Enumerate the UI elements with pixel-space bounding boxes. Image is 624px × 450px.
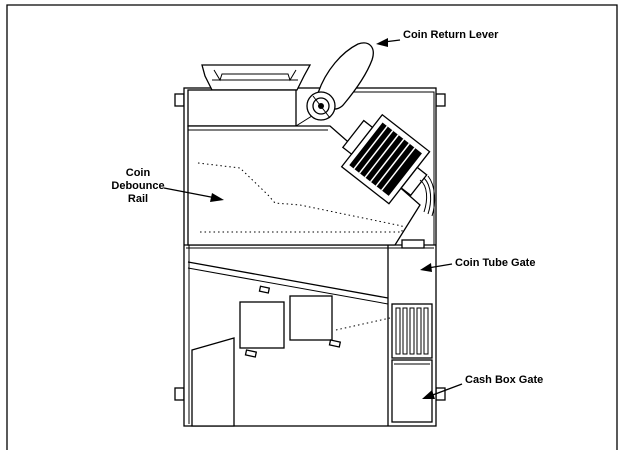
arrowhead-cash-box-gate [422,390,435,399]
panel-window-1 [239,301,285,349]
coin-tube-grille [391,303,433,359]
label-cash-box-gate: Cash Box Gate [465,374,543,386]
mounting-tab-bottom-right [435,387,446,401]
leader-cash-box-gate [429,383,463,397]
callouts [163,38,463,399]
coin-entry-funnel [201,64,312,91]
slot-1 [258,285,271,294]
label-coin-return-lever: Coin Return Lever [403,29,499,41]
leader-coin-debounce-rail [163,187,217,199]
label-coin-debounce-rail-line-2: Debounce [111,180,164,192]
coin-path-dotted [335,317,391,331]
figure-frame [6,4,618,450]
mounting-tab-top-left [174,93,185,107]
slot-2 [244,349,258,358]
slot-3 [328,339,342,348]
mounting-tab-top-right [435,93,446,107]
funnel-slot [213,69,297,82]
mounting-tab-bottom-left [174,387,185,401]
label-coin-debounce-rail-line-3: Rail [128,193,148,205]
lower-diagonal [187,261,389,299]
leader-coin-tube-gate [427,263,453,269]
arrowhead-coin-tube-gate [420,263,432,272]
label-coin-tube-gate: Coin Tube Gate [455,257,535,269]
coin-tube-gate-slot [401,239,425,249]
arrowhead-coin-return-lever [376,38,388,47]
label-coin-debounce-rail-line-1: Coin [126,167,151,179]
sensor-coil-assembly [340,113,431,205]
coin-return-lever [317,42,374,110]
cash-box-gate [391,359,433,423]
sensor-wiring [419,175,436,217]
panel-window-3 [191,337,235,427]
coin-debounce-rail [197,162,403,233]
arrowhead-coin-debounce-rail [210,193,224,202]
coin-entry-band [187,89,297,127]
panel-window-2 [289,295,333,341]
coin-tube-grille-ribs [395,307,429,355]
coin-mechanism [174,42,446,427]
